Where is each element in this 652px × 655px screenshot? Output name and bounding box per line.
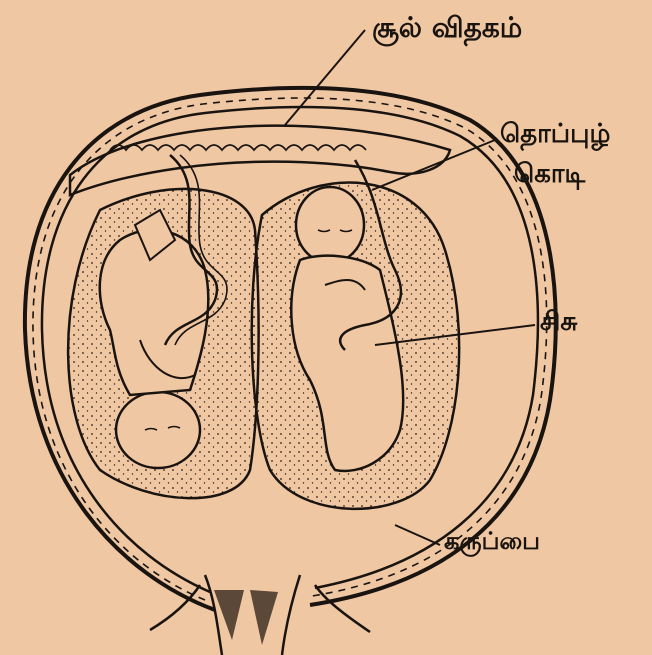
umbilical-cord-label-line2: கொடி	[514, 160, 585, 190]
placenta-label: சூல் விதகம்	[372, 12, 522, 44]
placenta-leader-line	[285, 30, 365, 125]
cord-leader-line	[372, 140, 495, 190]
uterus-leader-line	[395, 525, 440, 545]
placenta	[70, 126, 450, 195]
placenta-lobes	[110, 145, 366, 150]
uterus-label: கருப்பை	[444, 528, 540, 556]
baby-label: சிசு	[540, 308, 577, 338]
umbilical-cord-label-line1: தொப்புழ்	[500, 120, 610, 150]
cervix-shading	[214, 590, 278, 645]
